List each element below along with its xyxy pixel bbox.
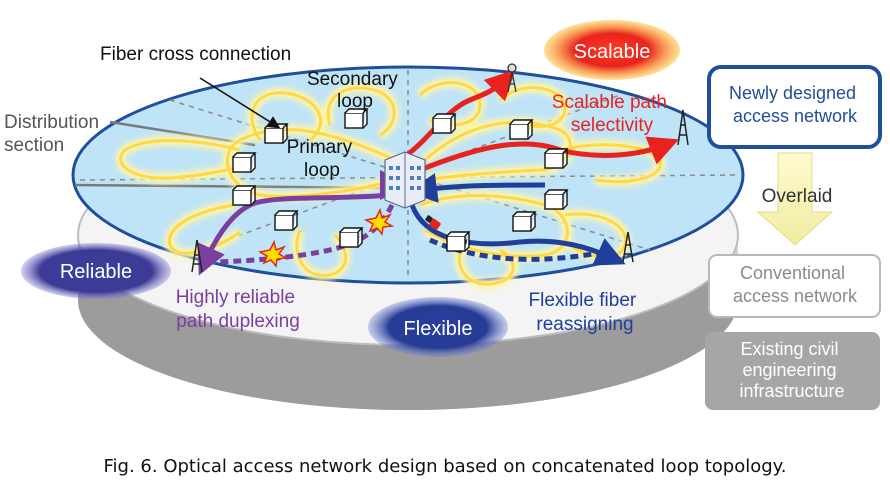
- fiber-cross-connect-box: [512, 211, 537, 232]
- legend-existing: Existing civil engineering infrastructur…: [705, 332, 880, 410]
- cell-tower-icon: [191, 239, 203, 273]
- fiber-cross-connect-box: [544, 189, 569, 210]
- fiber-cross-connect-box: [339, 227, 364, 248]
- overlaid-label: Overlaid: [762, 186, 833, 207]
- figure-caption: Fig. 6. Optical access network design ba…: [103, 456, 787, 477]
- diagram-canvas: Scalable Reliable Flexible Fiber cross c…: [4, 20, 882, 410]
- fiber-cross-connect-box: [274, 210, 299, 231]
- central-office-building: [384, 151, 426, 209]
- distribution-section-label: Distribution section: [4, 112, 104, 156]
- scalable-path-label: Scalable path selectivity: [552, 92, 672, 136]
- reliable-badge: Reliable: [21, 243, 171, 299]
- svg-text:Newly designed access ne: Newly designed access network: [729, 83, 861, 126]
- fiber-cross-connect-box: [544, 148, 569, 169]
- svg-text:Scalable: Scalable: [574, 41, 651, 63]
- svg-text:Flexible: Flexible: [404, 318, 473, 340]
- flexible-path-label: Flexible fiber reassigning: [529, 290, 642, 335]
- fiber-cross-connect-box: [232, 185, 257, 206]
- fault-burst-icon: [257, 239, 289, 268]
- secondary-loop-label: Secondary loop: [307, 69, 403, 112]
- primary-loop-label: Primary loop: [287, 137, 358, 181]
- overlaid-arrow: [756, 152, 834, 246]
- fiber-cross-connection-pointer: [199, 77, 281, 129]
- svg-text:Existing civil engineeri: Existing civil engineering infrastructur…: [739, 339, 844, 401]
- cell-tower-icon: [677, 109, 689, 146]
- fiber-cross-connect-box: [446, 231, 471, 252]
- reliable-path-label: Highly reliable path duplexing: [176, 287, 301, 332]
- legend-conventional: Conventional access network: [708, 254, 881, 318]
- fiber-cross-connect-box: [432, 113, 457, 134]
- reassign-tool-icon: [425, 215, 441, 230]
- scalable-badge: Scalable: [544, 20, 680, 80]
- antenna-icon: [507, 63, 517, 93]
- fiber-cross-connection-label: Fiber cross connection: [100, 44, 291, 65]
- cell-tower-icon: [622, 231, 634, 263]
- fiber-cross-connect-box: [344, 108, 369, 129]
- fault-burst-icon: [363, 207, 395, 236]
- fiber-cross-connect-box: [509, 119, 534, 140]
- fiber-cross-connect-box: [232, 152, 257, 173]
- svg-text:Reliable: Reliable: [60, 261, 132, 283]
- flexible-badge: Flexible: [368, 297, 508, 357]
- svg-text:Conventional access netw: Conventional access network: [733, 263, 858, 306]
- legend-newly-designed: Newly designed access network: [707, 65, 882, 149]
